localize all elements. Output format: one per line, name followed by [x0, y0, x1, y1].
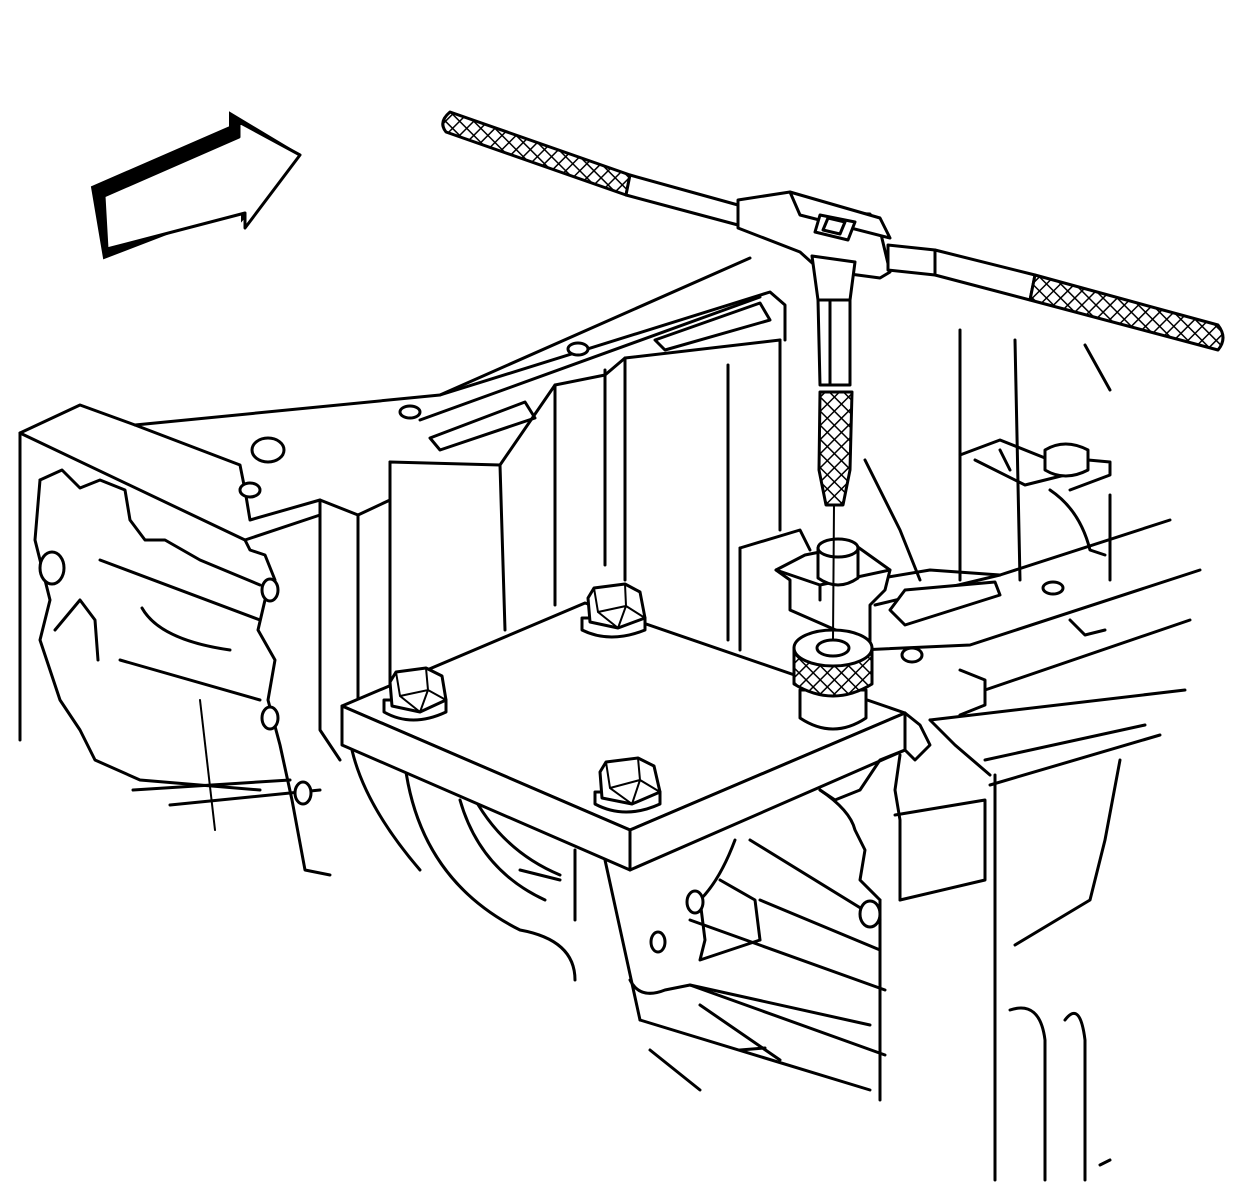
- bolt-icon: [580, 582, 647, 639]
- engine-block-webs: [318, 338, 812, 762]
- engine-block-rear-rail: [133, 256, 787, 452]
- engine-block-left-end: [18, 338, 782, 877]
- thread-tap-icon: [810, 254, 857, 641]
- tap-wrench-icon: [441, 110, 1225, 352]
- bolt-icon: [593, 756, 662, 814]
- fixture-plate: [340, 601, 932, 872]
- bolt-icon: [382, 666, 448, 722]
- engine-block-right-side: [858, 328, 1202, 1182]
- thread-insert-icon: [792, 628, 874, 731]
- direction-arrow-icon: [90, 111, 302, 260]
